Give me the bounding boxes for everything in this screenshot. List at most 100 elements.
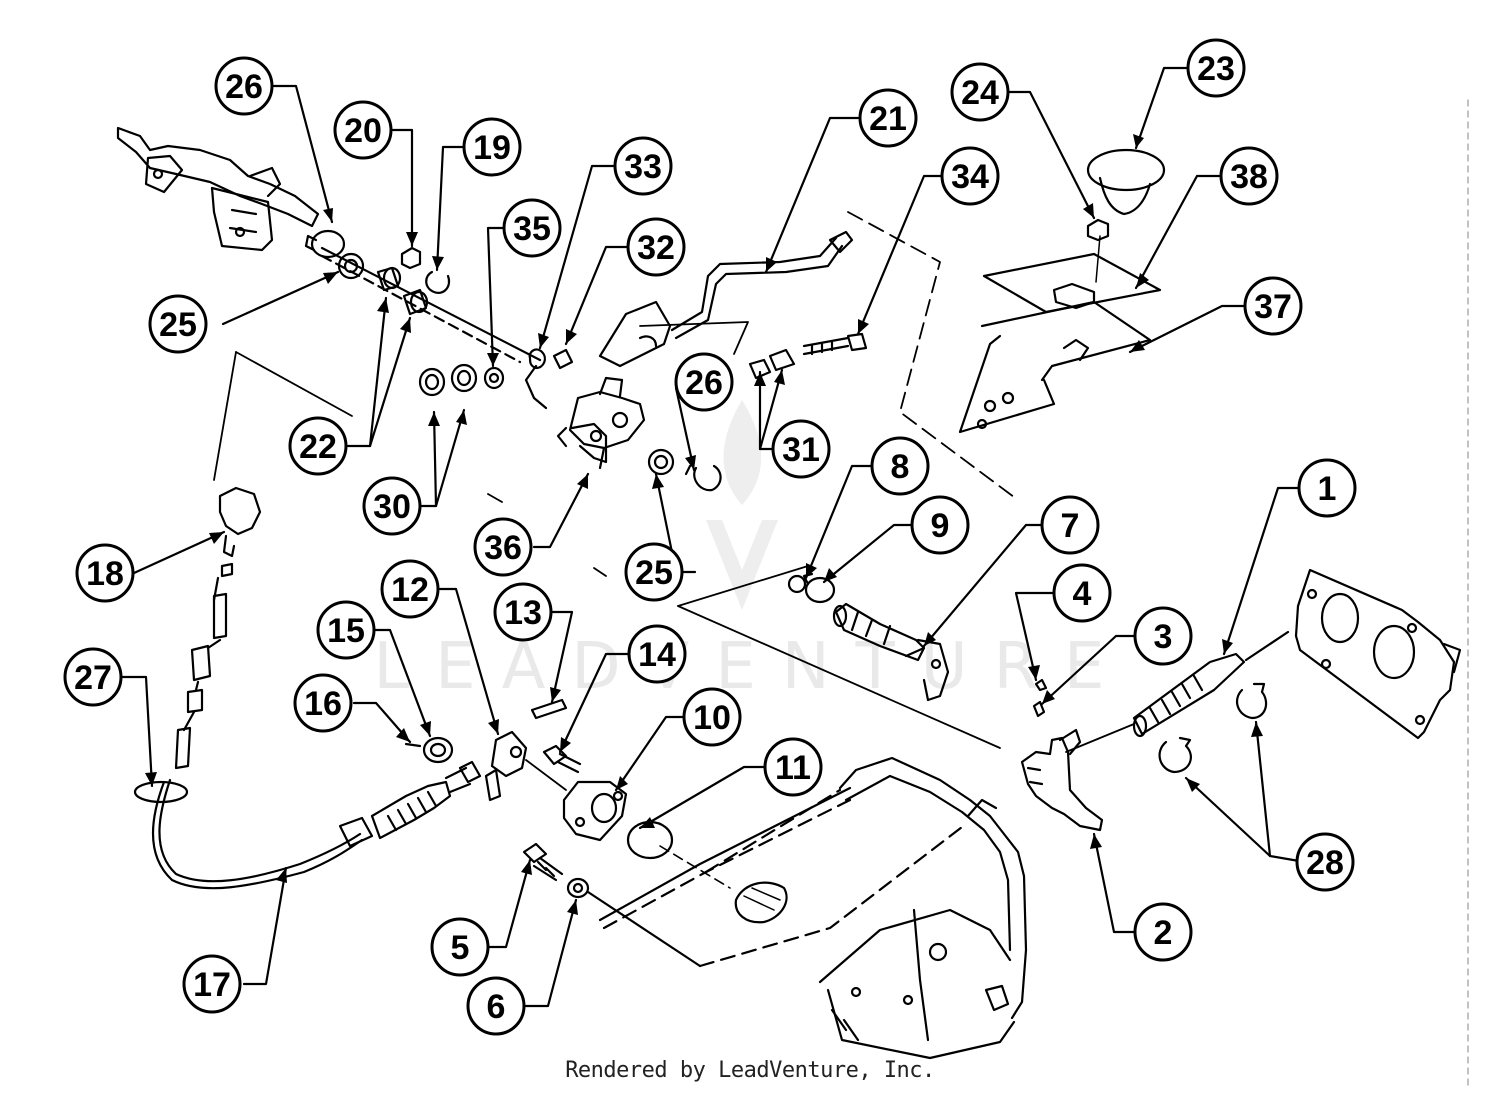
callout-27: 27 xyxy=(63,647,123,707)
callout-circle xyxy=(1243,276,1303,336)
callout-35: 35 xyxy=(502,198,562,258)
callout-circle xyxy=(950,62,1010,122)
callout-30: 30 xyxy=(362,476,422,536)
callout-label: 37 xyxy=(1254,288,1292,326)
callout-circle xyxy=(627,624,687,684)
callout-circle xyxy=(214,56,274,116)
callout-11: 11 xyxy=(763,737,823,797)
callout-circle xyxy=(293,673,353,733)
callout-32: 32 xyxy=(626,217,686,277)
callout-17: 17 xyxy=(182,954,242,1014)
arrowheads xyxy=(145,134,1263,915)
callout-label: 30 xyxy=(373,488,411,526)
callout-circle xyxy=(1297,458,1357,518)
callout-24: 24 xyxy=(950,62,1010,122)
callout-label: 9 xyxy=(931,507,950,545)
callout-label: 21 xyxy=(869,100,907,138)
watermark-text: LEADVENTURE xyxy=(374,630,1131,704)
callout-circle xyxy=(674,352,734,412)
callout-18: 18 xyxy=(75,543,135,603)
callout-label: 20 xyxy=(344,112,382,150)
callout-4: 4 xyxy=(1052,563,1112,623)
callout-label: 26 xyxy=(225,68,263,106)
callout-label: 7 xyxy=(1061,507,1080,545)
callout-38: 38 xyxy=(1219,146,1279,206)
callout-label: 12 xyxy=(391,571,429,609)
callout-label: 10 xyxy=(693,699,731,737)
shift-bracket xyxy=(524,348,646,470)
callout-26b: 26 xyxy=(674,352,734,412)
callout-13: 13 xyxy=(493,582,553,642)
callout-label: 38 xyxy=(1230,158,1268,196)
callout-label: 15 xyxy=(327,612,365,650)
shift-fork xyxy=(1020,728,1104,832)
callout-circle xyxy=(182,954,242,1014)
callout-12: 12 xyxy=(380,559,440,619)
callout-31: 31 xyxy=(771,419,831,479)
callout-label: 33 xyxy=(624,148,662,186)
transmission-cover xyxy=(1294,568,1462,740)
callout-circle xyxy=(430,917,490,977)
callout-circle xyxy=(940,146,1000,206)
callout-circle xyxy=(362,476,422,536)
callout-26a: 26 xyxy=(214,56,274,116)
callout-5: 5 xyxy=(430,917,490,977)
callout-circle xyxy=(380,559,440,619)
callout-label: 27 xyxy=(74,659,112,697)
callout-33: 33 xyxy=(613,136,673,196)
callout-6: 6 xyxy=(466,976,526,1036)
callout-circle xyxy=(333,100,393,160)
callout-label: 1 xyxy=(1318,470,1337,508)
callout-circle xyxy=(288,416,348,476)
callout-22: 22 xyxy=(288,416,348,476)
callout-9: 9 xyxy=(910,495,970,555)
callout-25b: 25 xyxy=(624,542,684,602)
callout-circle xyxy=(1295,832,1355,892)
callout-label: 26 xyxy=(685,364,723,402)
callout-15: 15 xyxy=(316,600,376,660)
callout-37: 37 xyxy=(1243,276,1303,336)
callout-label: 6 xyxy=(487,988,506,1026)
callout-8: 8 xyxy=(870,436,930,496)
callout-28: 28 xyxy=(1295,832,1355,892)
callout-circle xyxy=(858,88,918,148)
callout-circle xyxy=(682,687,742,747)
callout-25a: 25 xyxy=(148,294,208,354)
callout-label: 4 xyxy=(1073,575,1092,613)
callout-label: 8 xyxy=(891,448,910,486)
callout-label: 35 xyxy=(513,210,551,248)
callout-circle xyxy=(75,543,135,603)
callout-19: 19 xyxy=(462,117,522,177)
callout-label: 32 xyxy=(637,229,675,267)
callout-14: 14 xyxy=(627,624,687,684)
callout-label: 31 xyxy=(782,431,820,469)
transmission-housing xyxy=(586,756,1028,1060)
steering-column xyxy=(116,126,320,252)
callout-circle xyxy=(870,436,930,496)
callout-20: 20 xyxy=(333,100,393,160)
callout-circle xyxy=(502,198,562,258)
callout-circle xyxy=(473,517,533,577)
callout-label: 2 xyxy=(1154,914,1173,952)
callout-circle xyxy=(493,582,553,642)
callout-label: 36 xyxy=(484,529,522,567)
callout-label: 3 xyxy=(1154,618,1173,656)
callout-label: 23 xyxy=(1197,50,1235,88)
callout-circle xyxy=(624,542,684,602)
shift-rail xyxy=(832,602,950,702)
callout-label: 16 xyxy=(304,685,342,723)
callout-10: 10 xyxy=(682,687,742,747)
callout-36: 36 xyxy=(473,517,533,577)
watermark: LEADVENTURE xyxy=(374,400,1131,704)
callout-circle xyxy=(613,136,673,196)
callout-circle xyxy=(63,647,123,707)
callout-circle xyxy=(910,495,970,555)
watermark-flame-icon xyxy=(706,400,778,610)
callout-circle xyxy=(1040,495,1100,555)
callout-label: 13 xyxy=(504,594,542,632)
callout-circle xyxy=(316,600,376,660)
callout-label: 5 xyxy=(451,929,470,967)
callout-label: 17 xyxy=(193,966,231,1004)
